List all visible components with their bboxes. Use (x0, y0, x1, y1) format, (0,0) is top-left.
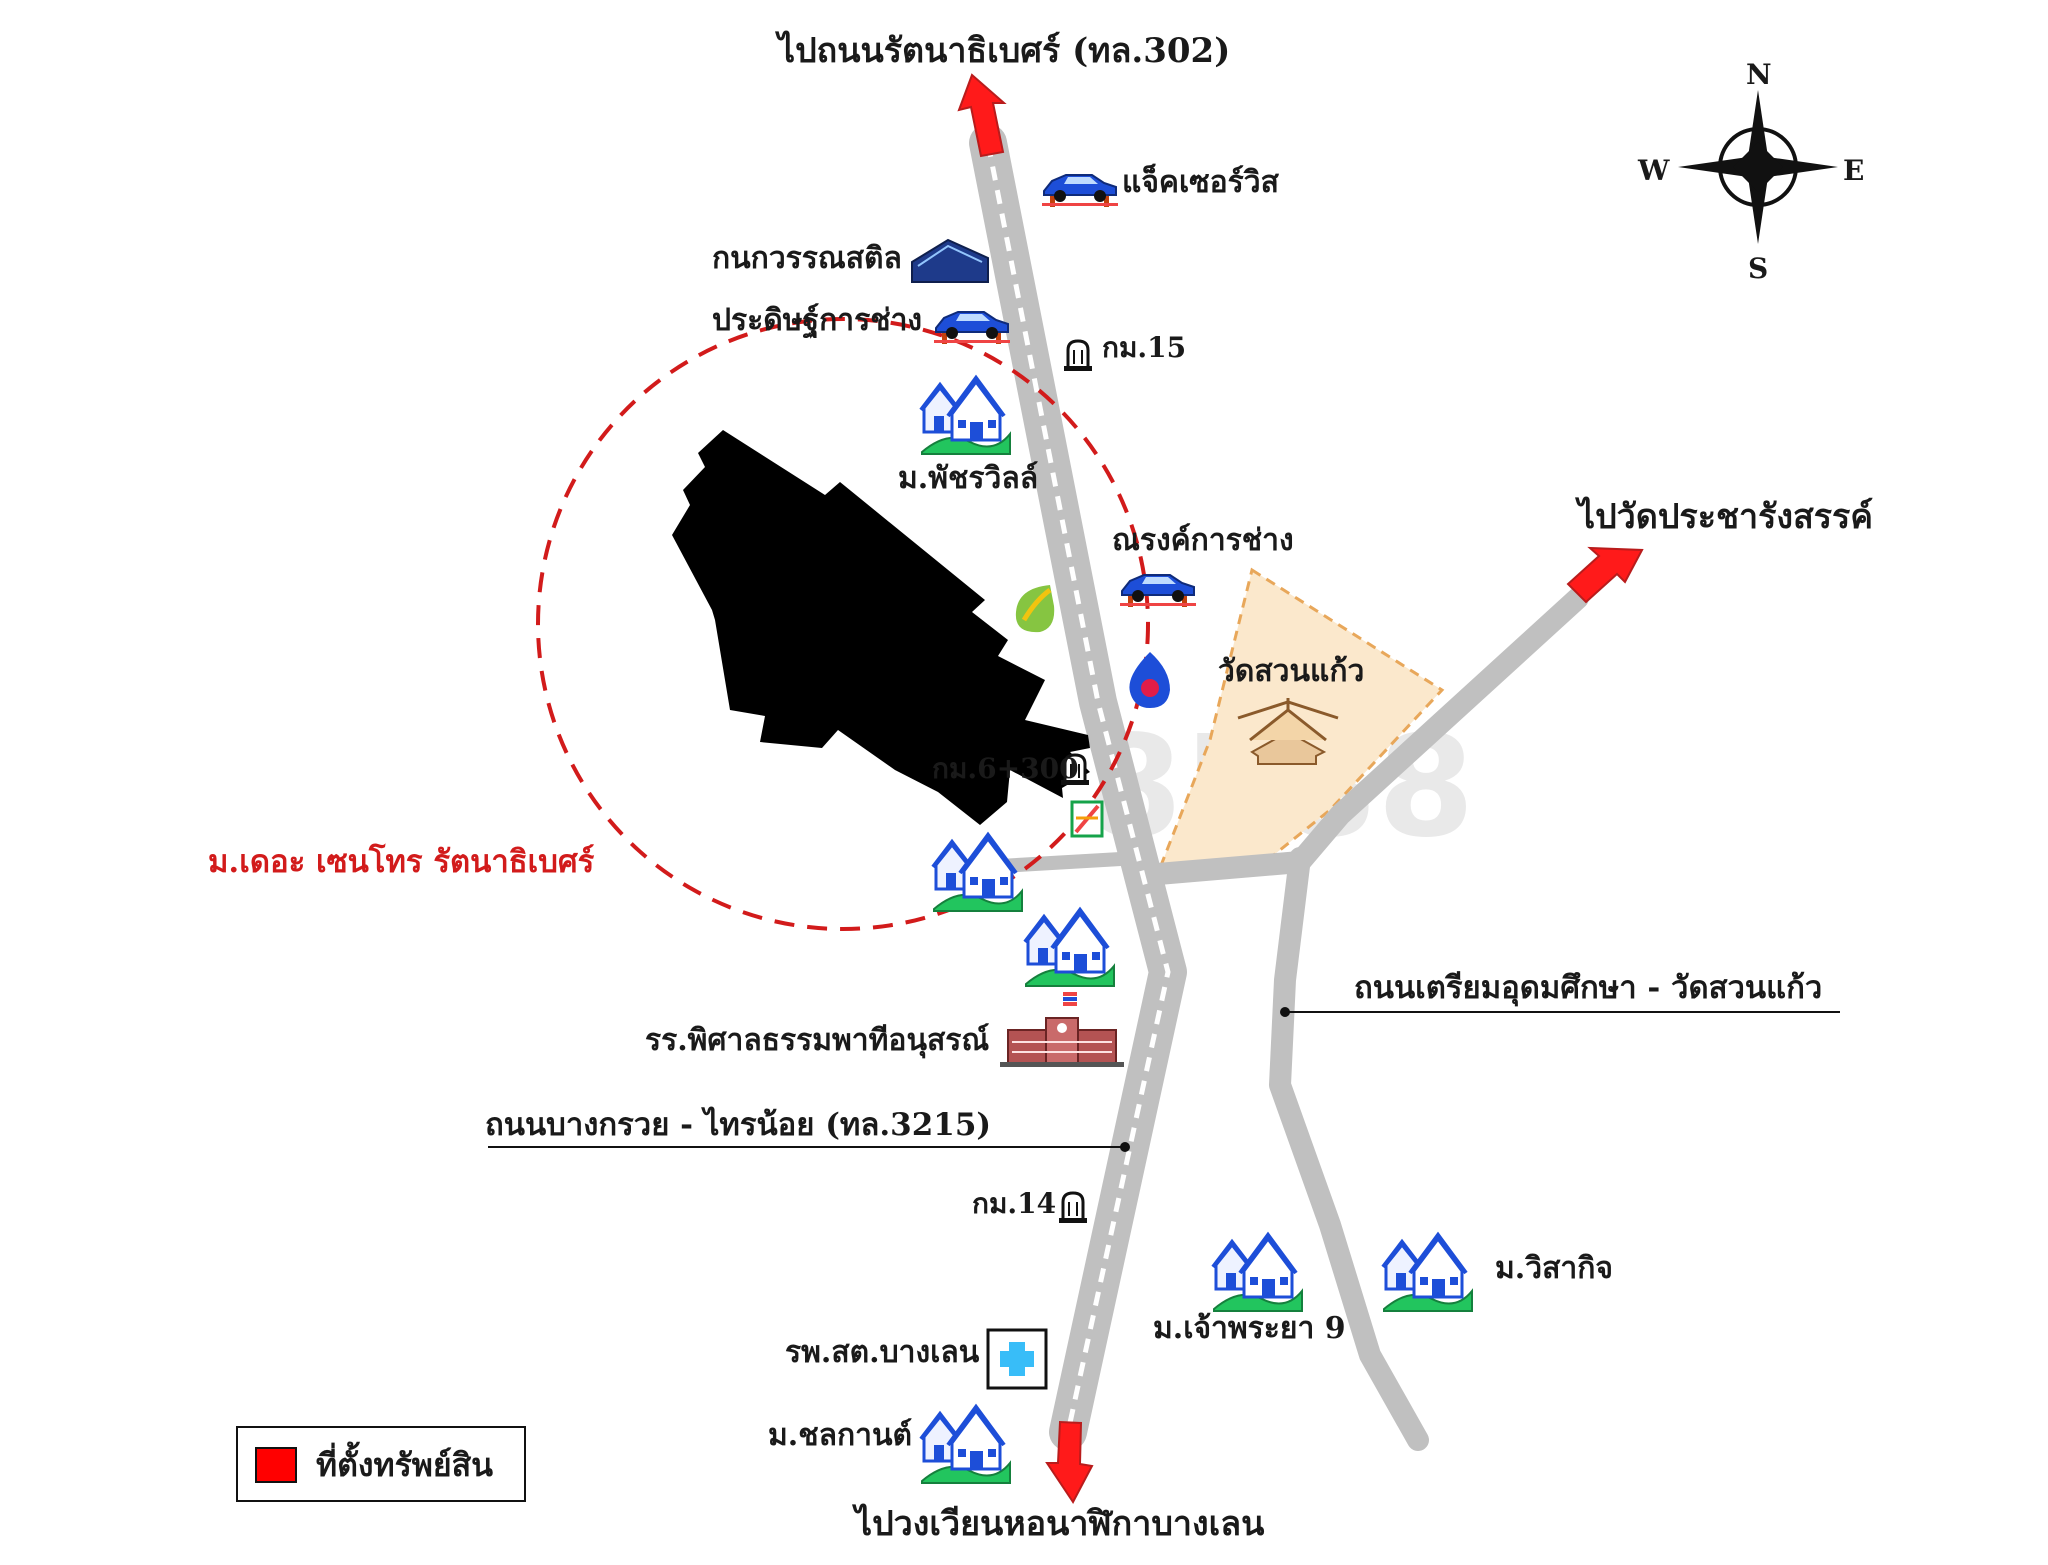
the-centro-label: ม.เดอะ เซนโทร รัตนาธิเบศร์ (208, 843, 595, 880)
village-house-icon (1381, 1233, 1474, 1313)
main-road-leader-dot (1120, 1142, 1130, 1152)
compass-west-label: W (1637, 154, 1670, 187)
garage-car-icon (933, 311, 1011, 345)
garage-car-icon (1119, 574, 1197, 608)
wisakit-label: ม.วิสากิจ (1495, 1251, 1613, 1286)
branch-road-leader-dot (1280, 1007, 1290, 1017)
road-branch-secondary (1269, 847, 1429, 1451)
legend-box: ที่ตั้งทรัพย์สิน (236, 1426, 526, 1502)
health-center-icon (986, 1328, 1048, 1390)
main-road-label: ถนนบางกรวย - ไทรน้อย (ทล.3215) (485, 1106, 991, 1143)
narong-label: ณรงค์การช่าง (1112, 523, 1294, 558)
temple-icon (1237, 698, 1339, 765)
road-main-centerline (985, 142, 1171, 1433)
km-15-label: กม.15 (1102, 331, 1186, 364)
kanok-wan-label: กนกวรรณสติล (712, 241, 902, 276)
village-house-icon (919, 376, 1012, 456)
village-house-icon (931, 833, 1024, 913)
km-14-label: กม.14 (972, 1187, 1056, 1220)
arrow-east (1566, 546, 1644, 604)
village-house-icon (919, 1405, 1012, 1485)
compass-north-label: N (1746, 58, 1772, 91)
compass-east-label: E (1843, 154, 1864, 187)
road-village-spur (993, 851, 1145, 873)
legend-label: ที่ตั้งทรัพย์สิน (316, 1441, 493, 1484)
garage-car-icon (1041, 174, 1119, 208)
chonlakan-label: ม.ชลกานต์ (768, 1418, 912, 1453)
arrow-north (957, 73, 1007, 158)
school-label: รร.พิศาลธรรมพาทีอนุสรณ์ (645, 1023, 989, 1059)
store-icon (1070, 800, 1104, 838)
compass-south-label: S (1748, 252, 1768, 285)
pradit-label: ประดิษฐ์การช่าง (712, 303, 922, 340)
chao-phraya-label: ม.เจ้าพระยา 9 (1153, 1311, 1346, 1346)
arrow-south (1045, 1420, 1094, 1504)
branch-road-label: ถนนเตรียมอุดมศึกษา - วัดสวนแก้ว (1354, 970, 1822, 1007)
property-parcel (672, 430, 1090, 825)
compass-rose (1678, 90, 1838, 244)
km-marker-icon-14 (1058, 1191, 1088, 1224)
school-icon (1000, 992, 1124, 1067)
road-east-link (1147, 587, 1589, 885)
phatchara-ville-label: ม.พัชรวิลล์ (898, 461, 1038, 496)
east-destination-label: ไปวัดประชารังสรรค์ (1575, 496, 1873, 537)
village-house-icon (1023, 908, 1116, 988)
health-center-label: รพ.สต.บางเลน (785, 1335, 980, 1370)
north-destination-label: ไปถนนรัตนาธิเบศร์ (ทล.302) (775, 30, 1230, 71)
km-6-300-label: กม.6+300 (932, 752, 1079, 785)
village-house-icon (1211, 1233, 1304, 1313)
radius-circle (536, 317, 1150, 931)
gas-station-leaf-icon (1015, 585, 1055, 633)
gas-station-flame-icon (1129, 652, 1170, 708)
warehouse-icon (911, 238, 989, 283)
wat-suan-kaeo-label: วัดสวนแก้ว (1218, 654, 1364, 689)
jack-service-label: แจ็คเซอร์วิส (1122, 163, 1280, 200)
km-marker-icon-15 (1063, 339, 1093, 372)
south-destination-label: ไปวงเวียนหอนาฬิกาบางเลน (852, 1503, 1264, 1544)
legend-swatch (255, 1447, 297, 1483)
